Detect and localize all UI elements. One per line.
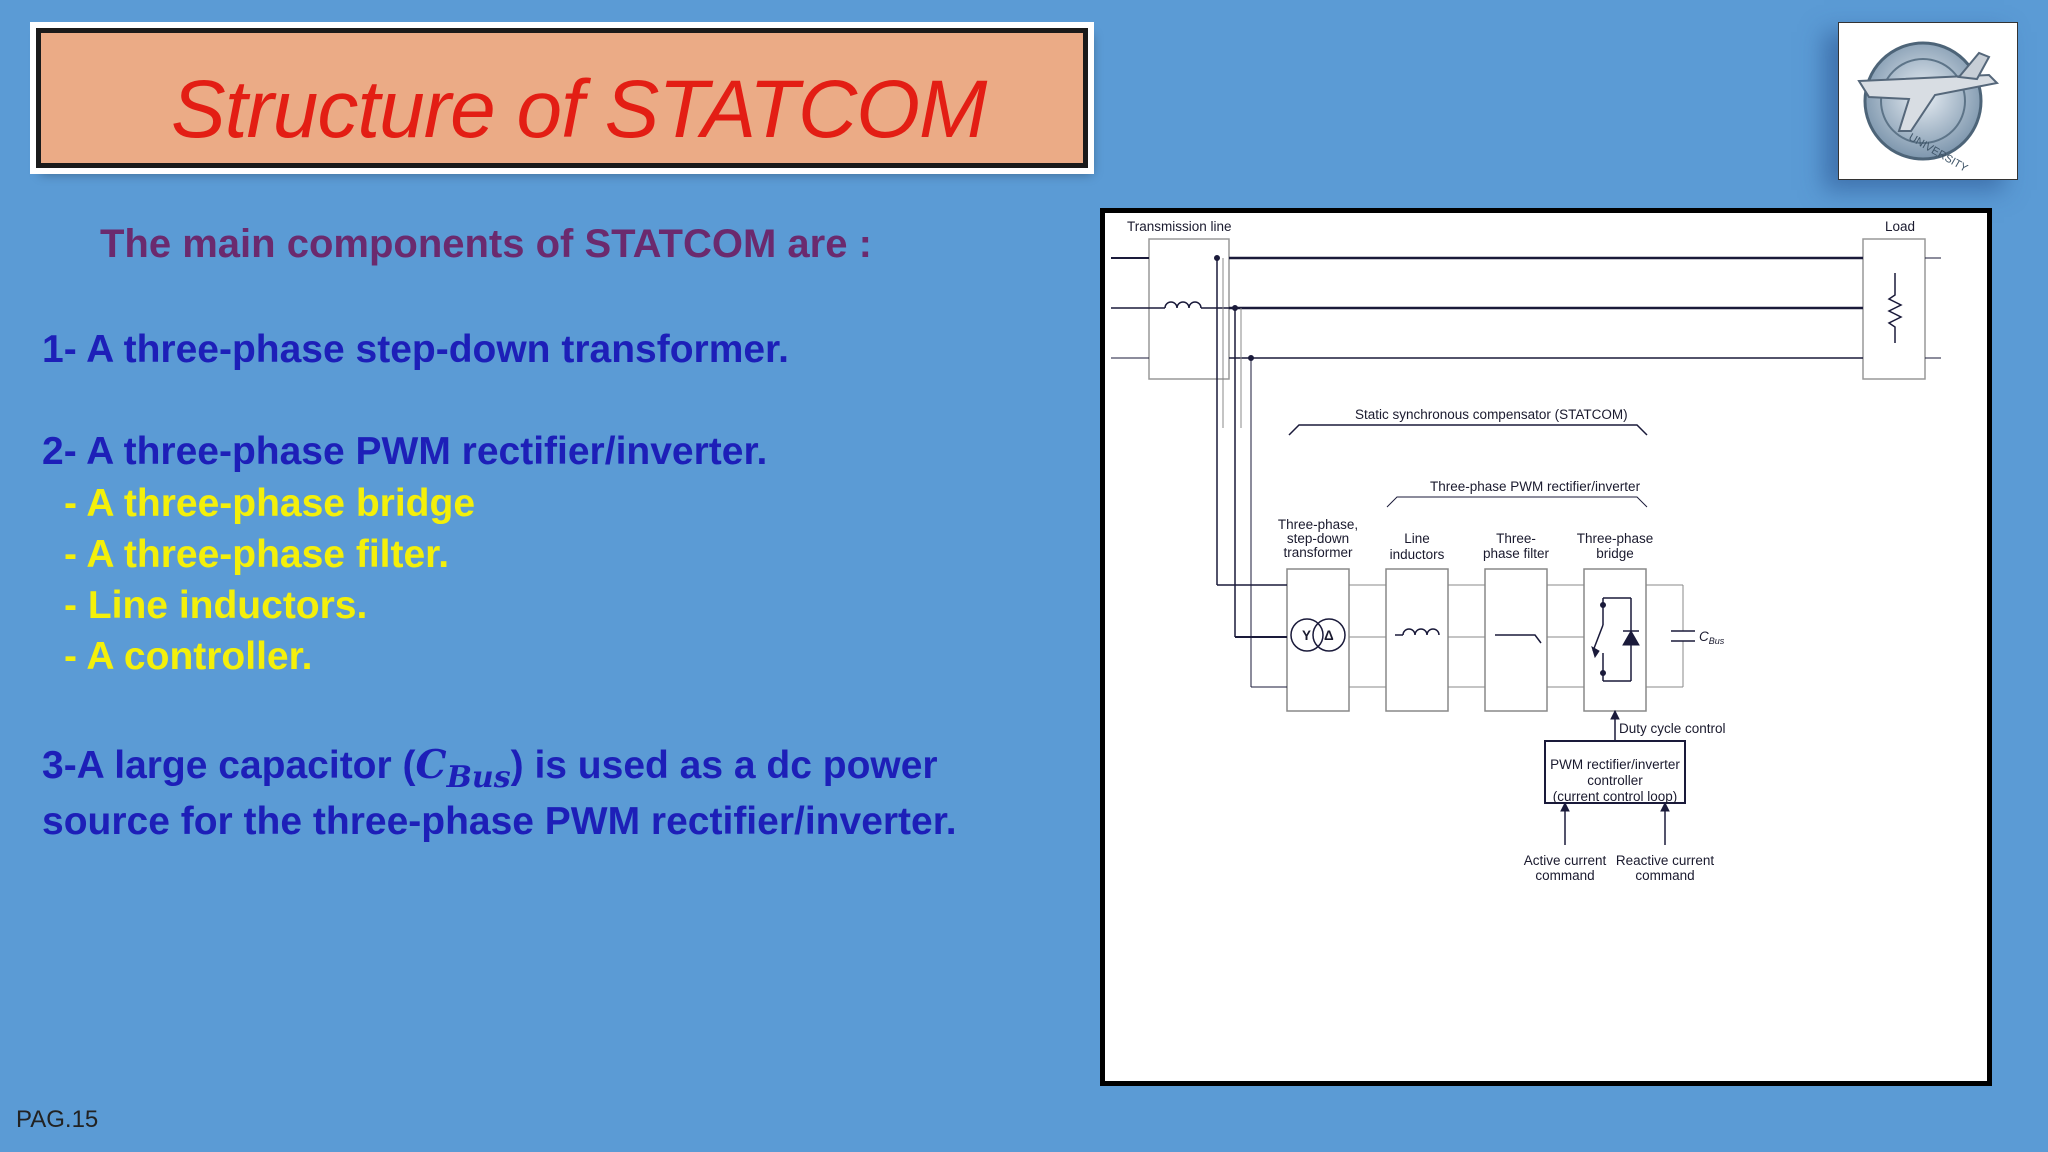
cbus-label-c: C [1699, 629, 1709, 644]
bridge-label-1: Three-phase [1577, 531, 1654, 546]
controller-label-1: PWM rectifier/inverter [1550, 757, 1680, 772]
filter-label-1: Three- [1496, 531, 1536, 546]
reactive-current-label-2: command [1635, 868, 1694, 883]
statcom-diagram: Transmission line Load Static synchronou… [1100, 208, 1992, 1086]
item-transformer: 1- A three-phase step-down transformer. [42, 328, 789, 371]
transformer-box [1286, 568, 1350, 712]
capacitor-symbol-c: C [415, 742, 447, 788]
intro-text: The main components of STATCOM are : [100, 222, 872, 266]
inductors-label-1: Line [1404, 531, 1430, 546]
sub-item-filter: - A three-phase filter. [64, 533, 450, 576]
transformer-label-2: step-down [1287, 531, 1349, 546]
university-logo: UNIVERSITY [1838, 22, 2018, 180]
item-capacitor-line2: source for the three-phase PWM rectifier… [42, 800, 957, 843]
slide-title: Structure of STATCOM [171, 64, 987, 155]
capacitor-symbol: CBus [415, 742, 511, 795]
bridge-label-2: bridge [1596, 546, 1634, 561]
controller-label-3: (current control loop) [1553, 789, 1678, 804]
filter-box [1484, 568, 1548, 712]
y-symbol: Y [1302, 628, 1311, 643]
transmission-line-label: Transmission line [1127, 219, 1232, 234]
capacitor-text-post: ) is used as a dc power [510, 744, 938, 787]
load-label: Load [1885, 219, 1915, 234]
sub-item-controller: - A controller. [64, 635, 313, 678]
sub-item-bridge: - A three-phase bridge [64, 482, 476, 525]
capacitor-text-pre: 3-A large capacitor ( [42, 744, 416, 787]
filter-label-2: phase filter [1483, 546, 1550, 561]
active-current-label-2: command [1535, 868, 1594, 883]
controller-box [1544, 740, 1686, 804]
university-logo-icon: UNIVERSITY [1857, 41, 2000, 175]
sub-item-inductors: - Line inductors. [64, 584, 368, 627]
capacitor-symbol-sub: Bus [446, 759, 511, 795]
reactive-current-label-1: Reactive current [1616, 853, 1715, 868]
cbus-label: CBus [1699, 629, 1725, 646]
active-current-label-1: Active current [1524, 853, 1607, 868]
inductor-box [1385, 568, 1449, 712]
title-banner: Structure of STATCOM [36, 28, 1088, 168]
pwm-label: Three-phase PWM rectifier/inverter [1430, 479, 1641, 494]
inductors-label-2: inductors [1390, 547, 1445, 562]
item-pwm: 2- A three-phase PWM rectifier/inverter. [42, 430, 768, 473]
delta-symbol: Δ [1324, 628, 1334, 643]
cbus-label-sub: Bus [1709, 636, 1725, 646]
transformer-label-3: transformer [1283, 545, 1353, 560]
item-capacitor: 3-A large capacitor (CBus) is used as a … [42, 742, 938, 795]
controller-label-2: controller [1587, 773, 1643, 788]
statcom-label: Static synchronous compensator (STATCOM) [1355, 407, 1628, 422]
page-number: PAG.15 [16, 1106, 99, 1133]
duty-cycle-label: Duty cycle control [1619, 721, 1726, 736]
statcom-circuit-svg: Transmission line Load Static synchronou… [1111, 219, 1941, 883]
transformer-label-1: Three-phase, [1278, 517, 1358, 532]
